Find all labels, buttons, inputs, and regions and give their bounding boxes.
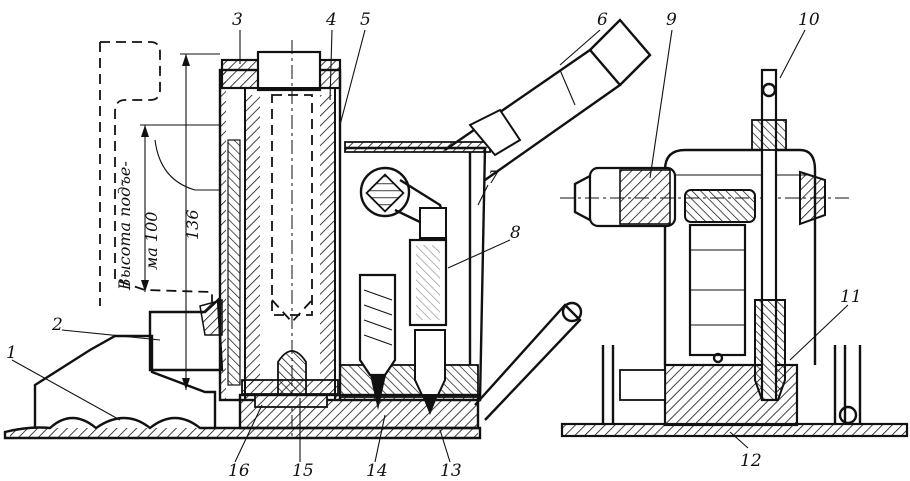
pump-pin-block (419, 207, 447, 239)
part-label-12: 12 (740, 451, 762, 471)
part-label-13: 13 (440, 461, 462, 481)
housing-wall-left (220, 70, 226, 400)
lifting-claw-body (33, 334, 217, 428)
tank-lid (344, 141, 491, 153)
dim-text-lift-1: Высота подъе- (115, 161, 134, 291)
part-label-5: 5 (360, 10, 371, 30)
dim-text-lift-2: ма 100 (142, 212, 161, 270)
end-eccentric-housing (684, 189, 756, 223)
ram-wall-left (246, 95, 260, 385)
end-section-view (560, 68, 909, 438)
part-label-3: 3 (232, 10, 243, 30)
dim-text-136: 136 (183, 209, 202, 240)
part-label-6: 6 (597, 10, 608, 30)
part-label-8: 8 (510, 223, 521, 243)
part-label-1: 1 (6, 343, 17, 363)
raised-claw-outline (100, 41, 213, 302)
part-label-7: 7 (488, 168, 499, 188)
eccentric-square (365, 173, 405, 213)
end-cap-nut (799, 170, 826, 226)
end-tank (663, 148, 817, 365)
block-window (339, 364, 479, 398)
base-plate-hatch (10, 428, 478, 437)
part-label-11: 11 (840, 287, 862, 307)
part-label-14: 14 (366, 461, 388, 481)
base-plate (3, 416, 482, 440)
part-label-10: 10 (798, 10, 820, 30)
side-section-view: 136 Высота подъе- ма 100 (3, 18, 652, 440)
leader-lines (11, 29, 849, 463)
claw-tip-hatch (199, 299, 223, 336)
piston-seal (241, 379, 339, 395)
part-label-4: 4 (325, 10, 337, 30)
part-label-9: 9 (666, 10, 677, 30)
rod-tip (754, 299, 786, 401)
part-label-2: 2 (51, 315, 63, 335)
eccentric (359, 166, 411, 218)
part-label-15: 15 (292, 461, 314, 481)
housing-wall-left-inner (227, 139, 241, 386)
ram-wall-right (320, 95, 334, 385)
part-labels: 1 2 3 4 5 6 7 8 9 10 11 12 13 14 15 16 (6, 10, 862, 481)
valve-fitting-9 (560, 166, 850, 228)
handle-6 (444, 18, 652, 181)
ram-screw-head (256, 50, 322, 92)
pump-lever-arm (474, 303, 582, 421)
part-label-16: 16 (228, 461, 250, 481)
